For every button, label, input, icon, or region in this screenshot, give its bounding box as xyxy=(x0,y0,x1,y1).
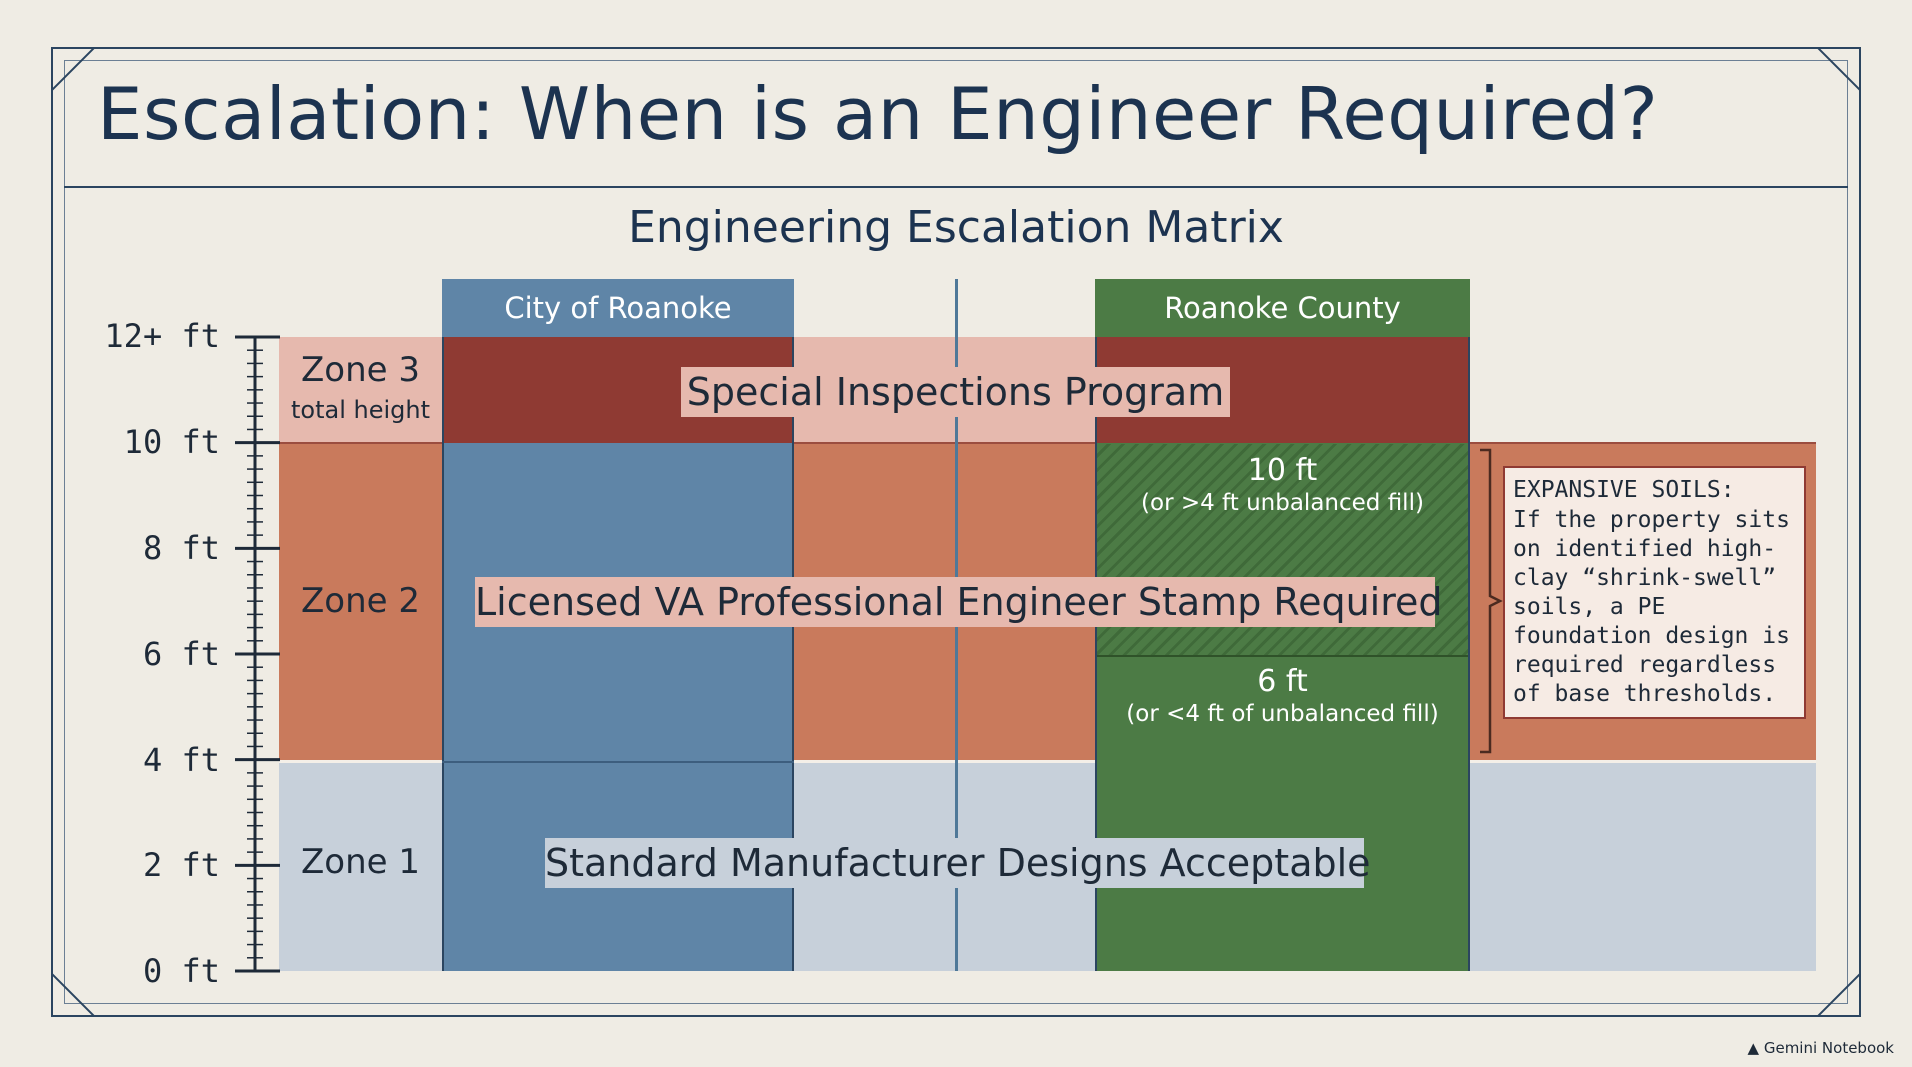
zone-divider-4ft xyxy=(279,760,1816,763)
county-threshold-low-value: 6 ft xyxy=(1257,664,1308,699)
tick-label-12: 12+ ft xyxy=(104,317,220,355)
slide-inner-frame xyxy=(64,60,1848,1004)
county-threshold-high-note: (or >4 ft unbalanced fill) xyxy=(1141,490,1424,516)
county-bracket xyxy=(1480,448,1503,754)
callout-title: EXPANSIVE SOILS: xyxy=(1513,477,1735,503)
zone2-requirement: Licensed VA Professional Engineer Stamp … xyxy=(475,577,1443,627)
page-title: Escalation: When is an Engineer Required… xyxy=(97,72,1659,156)
chart-title: Engineering Escalation Matrix xyxy=(628,202,1284,253)
zone2-label: Zone 2 xyxy=(301,581,420,621)
zone3-requirement: Special Inspections Program xyxy=(681,367,1230,417)
slide-frame xyxy=(51,47,1861,1017)
corner-ornament-tl xyxy=(51,47,95,91)
callout-body: If the property sits on identified high-… xyxy=(1513,507,1790,707)
tick-label-8: 8 ft xyxy=(142,529,220,567)
title-band xyxy=(64,60,1848,188)
corner-ornament-tr xyxy=(1817,47,1861,91)
county-6ft-line xyxy=(1097,655,1468,657)
city-4ft-line xyxy=(442,761,794,763)
county-threshold-low-note: (or <4 ft of unbalanced fill) xyxy=(1126,701,1439,727)
tick-label-0: 0 ft xyxy=(142,952,220,990)
watermark: ▲ Gemini Notebook xyxy=(1748,1039,1894,1057)
notebook-icon: ▲ xyxy=(1747,1039,1760,1057)
tick-label-2: 2 ft xyxy=(142,846,220,884)
zone1-requirement: Standard Manufacturer Designs Acceptable xyxy=(545,838,1371,888)
zone1-label: Zone 1 xyxy=(301,842,420,882)
tick-label-10: 10 ft xyxy=(123,423,220,461)
corner-ornament-br xyxy=(1817,973,1861,1017)
expansive-soils-callout xyxy=(1503,466,1806,719)
county-threshold-high-value: 10 ft xyxy=(1247,453,1318,488)
zone3-label: Zone 3 xyxy=(301,350,420,390)
corner-ornament-bl xyxy=(51,973,95,1017)
tick-label-4: 4 ft xyxy=(142,741,220,779)
zone3-sublabel: total height xyxy=(290,396,430,424)
watermark-label: Gemini Notebook xyxy=(1763,1039,1894,1057)
city-column-header: City of Roanoke xyxy=(442,279,794,337)
tick-label-6: 6 ft xyxy=(142,635,220,673)
county-column-header: Roanoke County xyxy=(1095,279,1470,337)
zone-divider-10ft xyxy=(279,442,1816,444)
height-axis xyxy=(235,335,280,973)
